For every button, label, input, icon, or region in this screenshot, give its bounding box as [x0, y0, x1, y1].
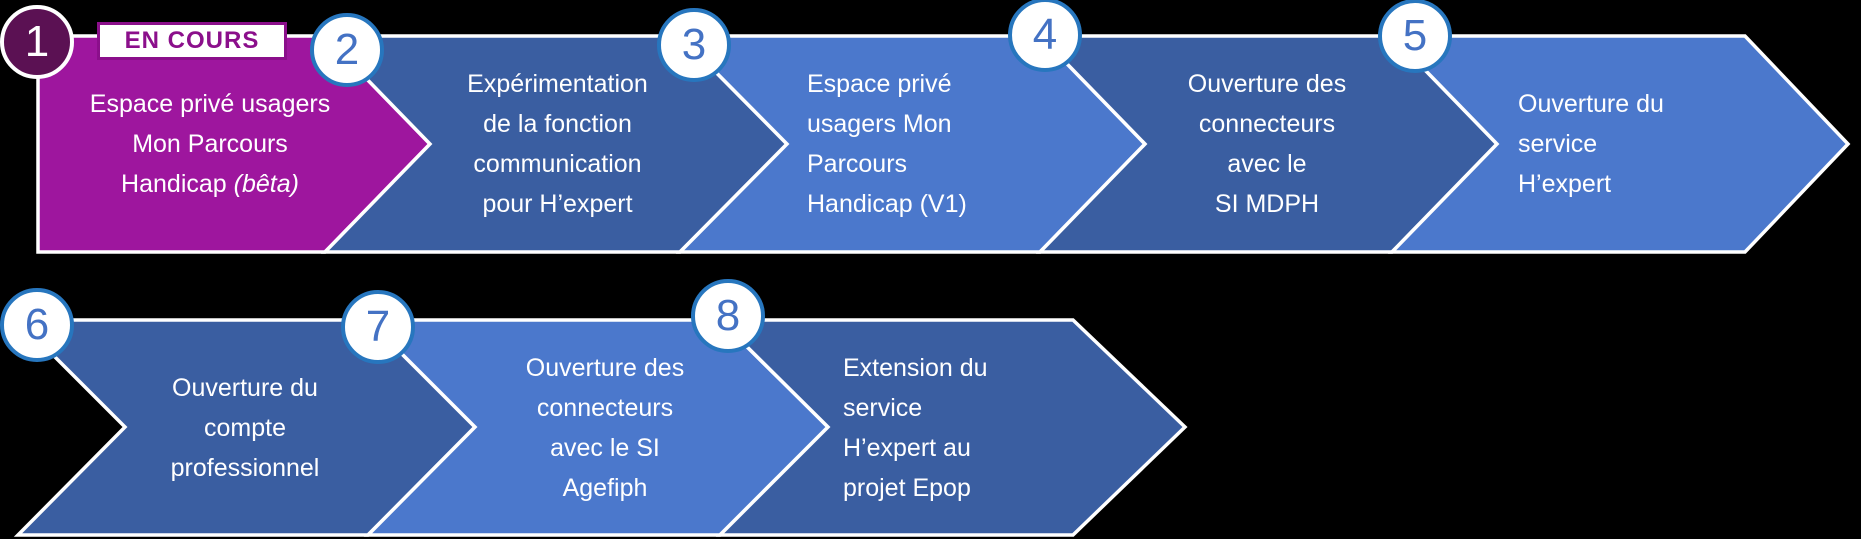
step-chevron-8 — [715, 318, 1188, 537]
status-badge-label: EN COURS — [124, 27, 260, 54]
step-number-badge-5: 5 — [1378, 0, 1452, 73]
step-label-text: Ouverture des connecteurs avec le SI Age… — [525, 353, 685, 502]
status-badge: EN COURS — [97, 22, 287, 60]
step-label-text: Ouverture du service H’expert — [1518, 90, 1664, 198]
step-number: 4 — [1032, 10, 1058, 59]
step-label-text: Espace privé usagers Mon Parcours Handic… — [807, 70, 967, 218]
step-number-badge-8: 8 — [691, 279, 765, 353]
step-label-text: Espace privé usagers Mon Parcours Handic… — [90, 84, 330, 204]
step-number: 7 — [365, 302, 391, 351]
step-number-badge-1: 1 — [0, 5, 74, 79]
step-label-6: Ouverture du compte professionnel — [95, 320, 395, 535]
step-number: 8 — [715, 291, 741, 340]
step-label-italic: (bêta) — [226, 170, 299, 198]
step-number: 5 — [1402, 11, 1428, 60]
step-label-3: Espace privé usagers Mon Parcours Handic… — [807, 36, 1057, 252]
step-label-1: Espace privé usagers Mon Parcours Handic… — [55, 36, 365, 252]
step-label-2: Expérimentation de la fonction communica… — [410, 36, 705, 252]
step-number-badge-3: 3 — [657, 8, 731, 82]
step-label-text: Expérimentation de la fonction communica… — [467, 70, 648, 218]
step-label-text: Ouverture du compte professionnel — [170, 373, 320, 482]
step-number-badge-2: 2 — [310, 13, 384, 87]
step-label-4: Ouverture des connecteurs avec le SI MDP… — [1117, 36, 1417, 252]
step-number-badge-7: 7 — [341, 290, 415, 364]
step-chevron-5 — [1387, 34, 1851, 254]
step-number: 6 — [24, 300, 50, 349]
step-label-main: Espace privé usagers Mon Parcours Handic… — [89, 90, 331, 198]
step-label-5: Ouverture du service H’expert — [1518, 36, 1788, 252]
step-number: 3 — [681, 20, 707, 69]
step-number: 2 — [334, 25, 360, 74]
step-number-badge-4: 4 — [1008, 0, 1082, 72]
step-number: 1 — [24, 17, 50, 66]
step-label-7: Ouverture des connecteurs avec le SI Age… — [455, 320, 755, 535]
step-number-badge-6: 6 — [0, 288, 74, 362]
step-label-8: Extension du service H’expert au projet … — [843, 320, 1123, 535]
step-label-text: Ouverture des connecteurs avec le SI MDP… — [1187, 70, 1347, 218]
step-label-text: Extension du service H’expert au projet … — [843, 353, 988, 502]
